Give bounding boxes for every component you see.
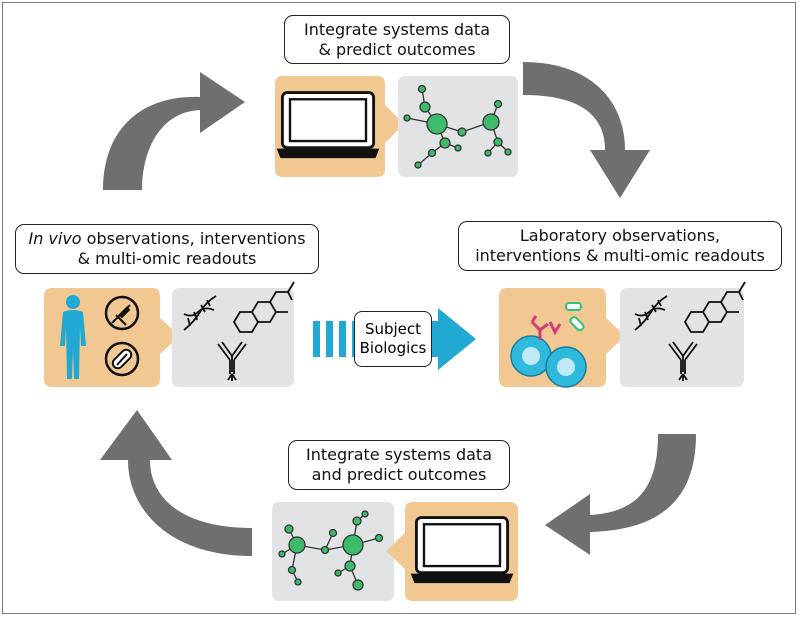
center-label-line2: Biologics xyxy=(359,339,427,357)
cycle-arrow-top-left xyxy=(103,72,245,190)
cycle-arrow-bottom-right xyxy=(545,434,696,555)
right-omics-panel xyxy=(620,288,744,387)
syringe-icon xyxy=(104,295,140,331)
left-label: In vivo observations, interventions & mu… xyxy=(15,224,319,274)
omics-icons-left xyxy=(183,281,295,381)
bottom-label: Integrate systems data and predict outco… xyxy=(288,440,510,490)
antibody-icon xyxy=(668,341,698,381)
in-vivo-italic: In vivo xyxy=(28,229,82,248)
omics-icons-right xyxy=(634,281,746,381)
right-lab-panel xyxy=(499,288,625,388)
right-label-line2: interventions & multi-omic readouts xyxy=(475,246,765,265)
molecule-icon xyxy=(232,281,295,333)
top-label-line2: & predict outcomes xyxy=(318,39,476,59)
left-label-line2: & multi-omic readouts xyxy=(77,249,257,268)
network-icon xyxy=(278,510,384,591)
laptop-icon xyxy=(409,516,515,585)
laptop-icon xyxy=(275,91,381,160)
bottom-laptop-panel xyxy=(386,502,518,601)
subject-biologics-label: Subject Biologics xyxy=(354,311,432,367)
dna-icon xyxy=(634,295,668,331)
top-network-panel xyxy=(398,76,518,177)
cells-icon xyxy=(510,302,587,388)
top-label: Integrate systems data & predict outcome… xyxy=(284,15,510,64)
right-label: Laboratory observations, interventions &… xyxy=(458,221,782,271)
dna-icon xyxy=(183,295,217,331)
left-label-line1: In vivo observations, interventions xyxy=(16,229,318,249)
bottom-network-panel xyxy=(272,502,394,601)
left-label-line1-rest: observations, interventions xyxy=(81,229,306,248)
bottom-label-line2: and predict outcomes xyxy=(311,465,487,484)
left-invivo-panel xyxy=(44,288,180,387)
center-label-line1: Subject xyxy=(364,320,422,338)
person-icon xyxy=(60,295,86,379)
left-omics-panel xyxy=(172,288,294,387)
top-laptop-panel xyxy=(275,76,404,177)
top-label-line1: Integrate systems data xyxy=(303,19,491,39)
bottom-label-line1: Integrate systems data xyxy=(305,445,493,464)
pill-icon xyxy=(104,341,140,377)
cycle-arrow-top-right xyxy=(523,62,650,198)
cycle-arrow-bottom-left xyxy=(100,410,252,556)
right-label-line1: Laboratory observations, xyxy=(519,226,721,245)
antibody-icon xyxy=(217,341,247,381)
network-icon xyxy=(403,84,512,169)
molecule-icon xyxy=(683,281,746,333)
